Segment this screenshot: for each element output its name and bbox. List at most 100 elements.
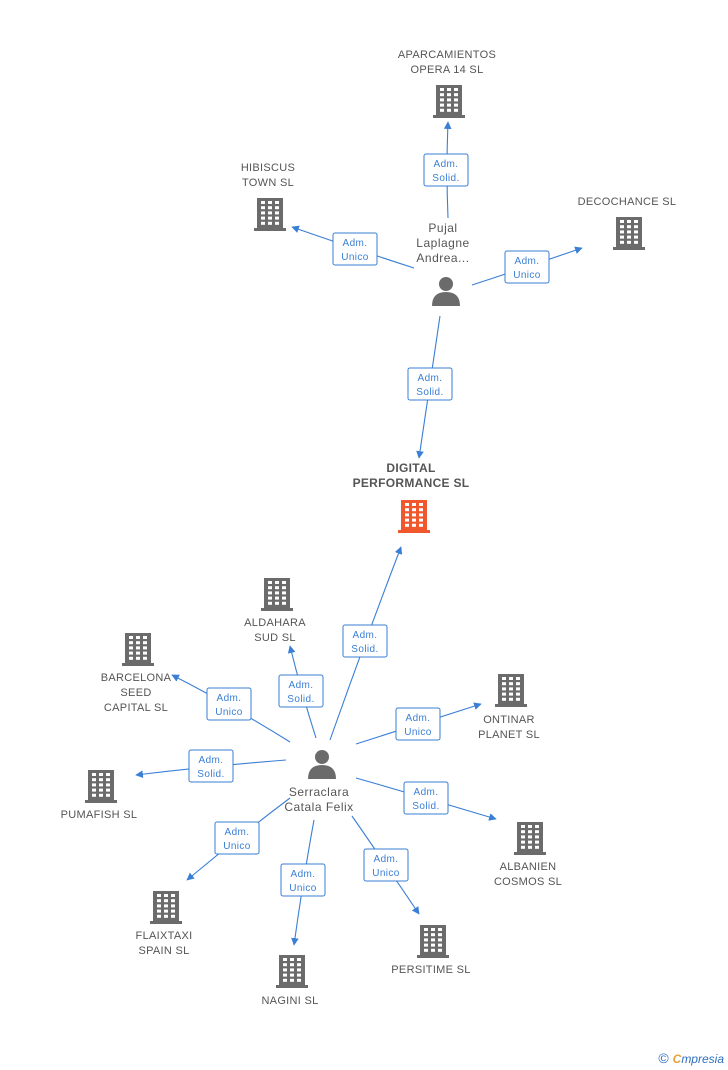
node-company-nagini[interactable]: NAGINI SL [261, 955, 318, 1007]
building-window [509, 692, 513, 696]
building-window [282, 591, 286, 595]
building-window [620, 230, 624, 234]
building-window [440, 93, 444, 97]
building-window [268, 211, 272, 215]
building-window [431, 943, 435, 947]
building-window [419, 503, 423, 506]
building-window [261, 216, 265, 220]
node-label-line: OPERA 14 SL [410, 64, 483, 76]
edge-serraclara-albanien: Adm.Solid. [355, 777, 497, 821]
building-window [275, 586, 279, 590]
building-window [438, 948, 442, 952]
building-window [502, 677, 506, 680]
building-window [268, 596, 272, 600]
building-window [283, 968, 287, 972]
role-badge-box [403, 781, 449, 815]
role-badge-text: Adm. [515, 256, 540, 267]
role-badge[interactable]: Adm.Unico [206, 687, 252, 721]
building-window [535, 825, 539, 828]
role-badge[interactable]: Adm.Unico [395, 707, 441, 741]
node-company-decochance[interactable]: DECOCHANCE SL [578, 196, 677, 250]
edge-serraclara-flaixtaxi: Adm.Unico [186, 797, 291, 881]
role-badge[interactable]: Adm.Unico [363, 848, 409, 882]
building-window [521, 835, 525, 839]
role-badge[interactable]: Adm.Solid. [423, 153, 469, 187]
role-badge[interactable]: Adm.Unico [214, 821, 260, 855]
role-badge[interactable]: Adm.Solid. [403, 781, 449, 815]
building-window [634, 220, 638, 223]
building-window [268, 221, 272, 225]
building-window [171, 904, 175, 908]
building-window [424, 933, 428, 937]
building-window [283, 973, 287, 977]
person-body [432, 292, 460, 306]
role-badge-text: Unico [372, 868, 400, 879]
building-window [535, 845, 539, 849]
building-window [275, 201, 279, 204]
building-window [106, 788, 110, 792]
building-window [282, 581, 286, 584]
building-window [424, 938, 428, 942]
building-window [454, 108, 458, 112]
node-company-pumafish[interactable]: PUMAFISH SL [61, 770, 138, 821]
building-window [516, 682, 520, 686]
role-badge-box [342, 624, 388, 658]
building-window [157, 914, 161, 918]
building-window [447, 88, 451, 91]
building-window [129, 656, 133, 660]
role-badge-box [188, 749, 234, 783]
role-badge-text: Adm. [418, 373, 443, 384]
building-window [268, 601, 272, 605]
building-window [290, 978, 294, 982]
building-window [171, 894, 175, 897]
node-label-line: BARCELONA [101, 672, 172, 684]
role-badge[interactable]: Adm.Solid. [278, 674, 324, 708]
building-window [440, 98, 444, 102]
role-badge[interactable]: Adm.Unico [280, 863, 326, 897]
role-badge[interactable]: Adm.Solid. [342, 624, 388, 658]
brand-name: mpresia [681, 1052, 724, 1066]
role-badge[interactable]: Adm.Unico [504, 250, 550, 284]
building-window [424, 948, 428, 952]
building-window [136, 651, 140, 655]
node-person-pujal[interactable]: PujalLaplagneAndrea... [416, 221, 469, 306]
building-window [627, 220, 631, 223]
edge-serraclara-aldahara: Adm.Solid. [278, 645, 324, 739]
building-window [528, 825, 532, 828]
node-label-line: Serraclara [289, 785, 349, 799]
role-badge[interactable]: Adm.Solid. [407, 367, 453, 401]
building-window [106, 773, 110, 776]
building-window [516, 677, 520, 680]
node-label-line: DECOCHANCE SL [578, 196, 677, 208]
node-label-line: PERSITIME SL [391, 964, 470, 976]
role-badge-text: Solid. [197, 769, 224, 780]
building-window [447, 93, 451, 97]
building-window [634, 225, 638, 229]
role-badge[interactable]: Adm.Unico [332, 232, 378, 266]
building-window [431, 928, 435, 931]
building-window [521, 845, 525, 849]
role-badge[interactable]: Adm.Solid. [188, 749, 234, 783]
building-window [143, 636, 147, 639]
building-window [509, 682, 513, 686]
building-window [282, 596, 286, 600]
building-window [282, 586, 286, 590]
building-window [275, 601, 279, 605]
building-window [143, 651, 147, 655]
node-label-line: Catala Felix [284, 800, 353, 814]
node-label-line: SUD SL [254, 632, 296, 644]
building-window [99, 778, 103, 782]
building-window [106, 783, 110, 787]
node-company-persitime[interactable]: PERSITIME SL [391, 925, 470, 976]
edge-serraclara-barcelona: Adm.Unico [171, 674, 291, 743]
building-window [275, 591, 279, 595]
